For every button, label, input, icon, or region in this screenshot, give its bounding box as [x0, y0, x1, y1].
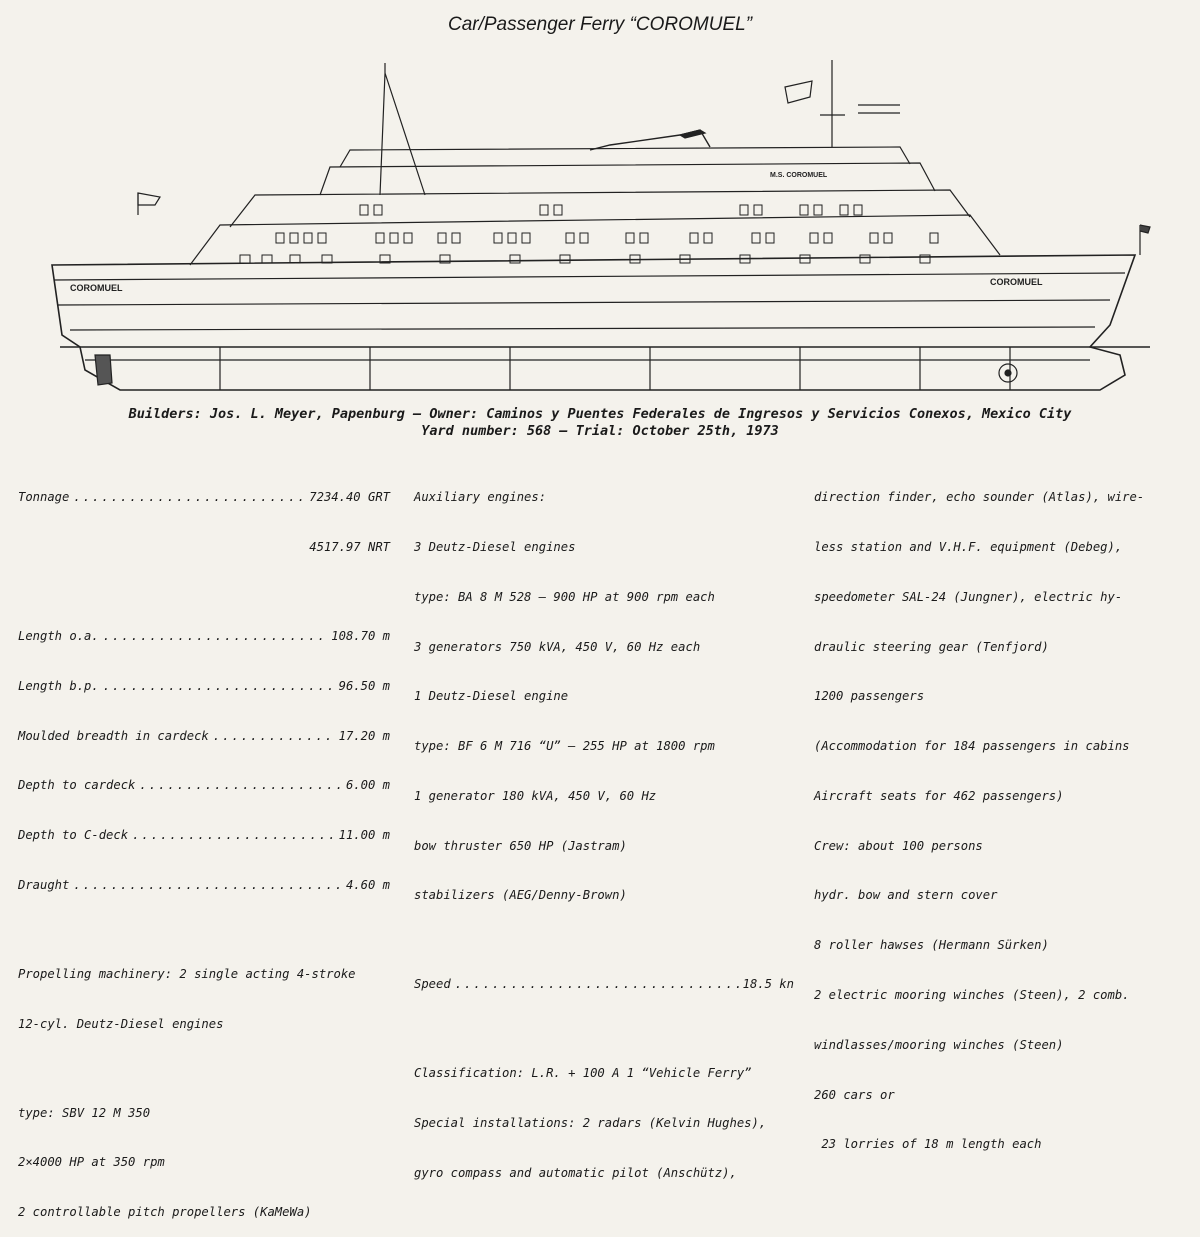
class-line: Special installations: 2 radars (Kelvin … [414, 1116, 767, 1131]
propelling-line: 12-cyl. Deutz-Diesel engines [18, 1016, 224, 1031]
builders-caption: Builders: Jos. L. Meyer, Papenburg — Own… [0, 406, 1200, 440]
propelling-line: Propelling machinery: 2 single acting 4-… [18, 966, 356, 981]
spec-row-draught: Draught4.60 m [18, 877, 390, 894]
spec-row-tonnage-grt: Tonnage7234.40 GRT [18, 489, 390, 506]
class-line: gyro compass and automatic pilot (Anschü… [414, 1165, 737, 1180]
right-line: windlasses/mooring winches (Steen) [814, 1037, 1064, 1052]
forward-mast [379, 72, 426, 196]
right-line: 260 cars or [814, 1087, 895, 1102]
right-line: direction finder, echo sounder (Atlas), … [814, 490, 1145, 505]
right-line: 8 roller hawses (Hermann Sürken) [814, 938, 1049, 953]
aux-line: Auxiliary engines: [414, 490, 547, 505]
specs-left-column: Tonnage7234.40 GRT 4517.97 NRT Length o.… [18, 456, 390, 1237]
hull-name-stern: COROMUEL [70, 283, 123, 293]
aux-line: 1 generator 180 kVA, 450 V, 60 Hz [414, 788, 657, 803]
spec-row-depth-cdeck: Depth to C-deck11.00 m [18, 827, 390, 844]
hull-name-bow: COROMUEL [990, 277, 1043, 287]
aux-line: bow thruster 650 HP (Jastram) [414, 838, 627, 853]
page-title: Car/Passenger Ferry “COROMUEL” [447, 14, 753, 35]
bow-thruster [998, 363, 1018, 383]
aux-line: 3 Deutz-Diesel engines [414, 539, 576, 554]
right-line: speedometer SAL-24 (Jungner), electric h… [814, 589, 1123, 604]
spec-row-breadth: Moulded breadth in cardeck17.20 m [18, 728, 390, 745]
right-line: 2 electric mooring winches (Steen), 2 co… [814, 988, 1130, 1002]
aux-line: 3 generators 750 kVA, 450 V, 60 Hz each [414, 639, 701, 654]
stern-flag [137, 192, 161, 206]
propelling-line: type: SBV 12 M 350 [18, 1105, 151, 1120]
aux-line: type: BA 8 M 528 — 900 HP at 900 rpm eac… [414, 589, 715, 604]
caption-line-1: Builders: Jos. L. Meyer, Papenburg — Own… [128, 406, 1072, 422]
ship-profile-drawing: COROMUEL COROMUEL M.S. COROMUEL [51, 60, 1151, 391]
right-line: Aircraft seats for 462 passengers) [814, 788, 1064, 803]
right-line: draulic steering gear (Tenfjord) [814, 639, 1049, 654]
aux-line: stabilizers (AEG/Denny-Brown) [414, 888, 627, 903]
right-line: 1200 passengers [814, 689, 925, 704]
right-line: (Accommodation for 184 passengers in cab… [814, 739, 1130, 754]
aux-line: type: BF 6 M 716 “U” — 255 HP at 1800 rp… [414, 739, 715, 754]
funnel-name: M.S. COROMUEL [770, 172, 828, 179]
right-line: less station and V.H.F. equipment (Debeg… [814, 539, 1123, 554]
aux-line: 1 Deutz-Diesel engine [414, 689, 569, 704]
spec-row-tonnage-nrt: 4517.97 NRT [309, 539, 390, 554]
hull-outline [51, 254, 1137, 391]
spec-row-length-oa: Length o.a.108.70 m [18, 628, 390, 645]
specs-right-column: direction finder, echo sounder (Atlas), … [814, 456, 1194, 1170]
class-line: Classification: L.R. + 100 A 1 “Vehicle … [414, 1066, 752, 1081]
mast-flag [784, 80, 813, 104]
right-line: Crew: about 100 persons [814, 838, 983, 853]
right-line: 23 lorries of 18 m length each [814, 1137, 1042, 1152]
rudder [94, 354, 113, 386]
caption-line-2: Yard number: 568 — Trial: October 25th, … [421, 423, 779, 439]
right-line: hydr. bow and stern cover [814, 888, 998, 903]
spec-row-length-bp: Length b.p.96.50 m [18, 678, 390, 695]
propelling-line: 2 controllable pitch propellers (KaMeWa) [18, 1205, 312, 1220]
propelling-line: 2×4000 HP at 350 rpm [18, 1155, 165, 1170]
spec-row-speed: Speed18.5 kn [414, 976, 794, 993]
specs-middle-column: Auxiliary engines: 3 Deutz-Diesel engine… [414, 456, 794, 1198]
spec-row-depth-cardeck: Depth to cardeck6.00 m [18, 777, 390, 794]
